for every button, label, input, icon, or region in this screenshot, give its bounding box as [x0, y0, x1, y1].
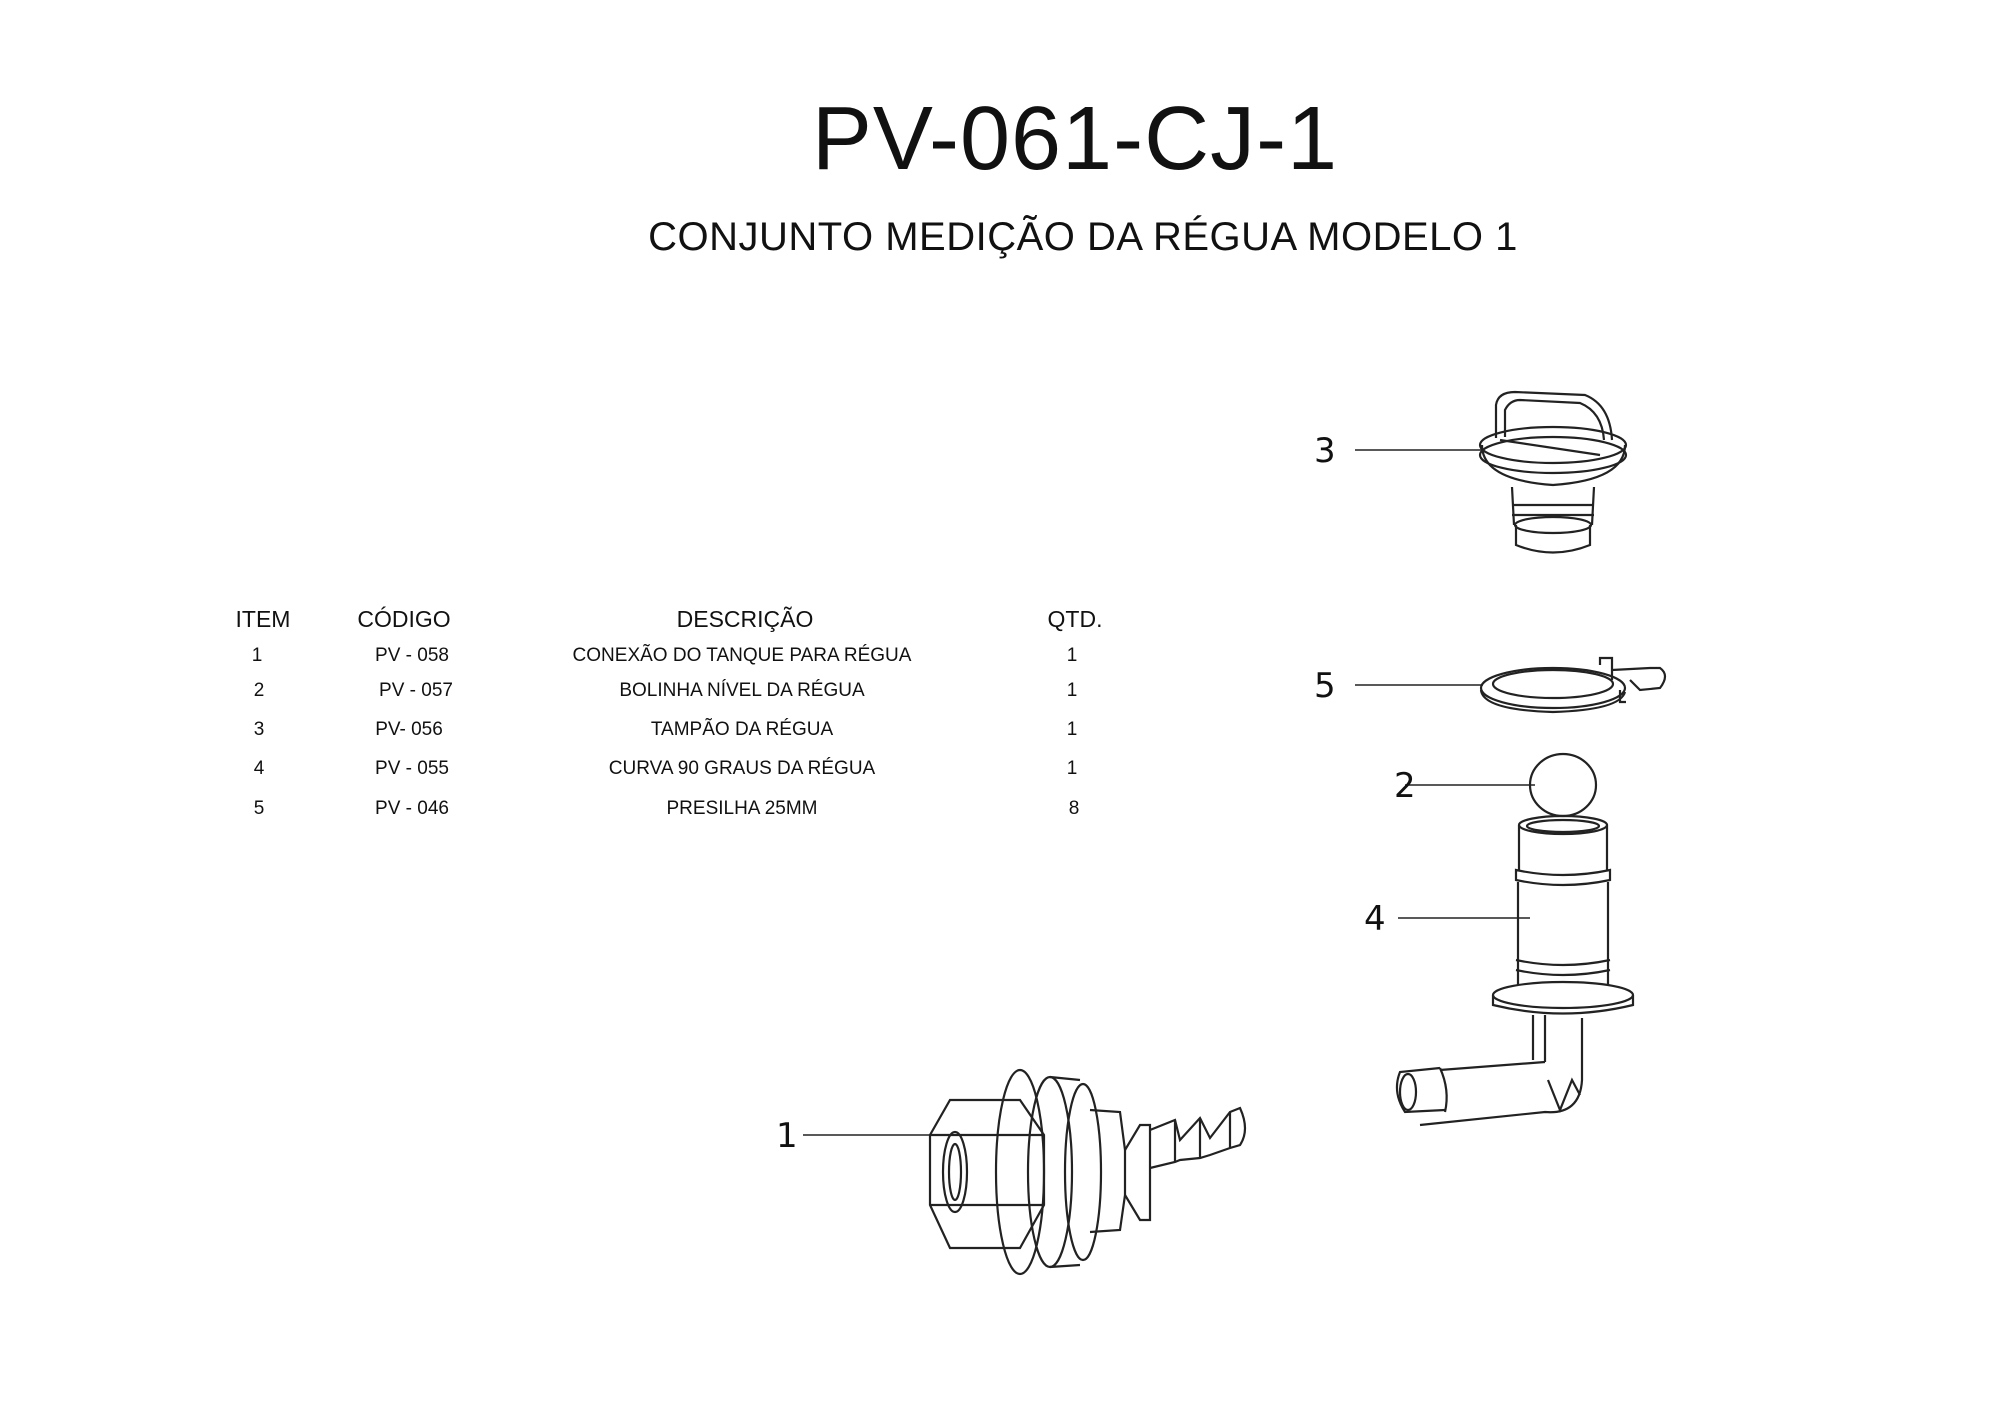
- callout-3: 3: [1314, 431, 1336, 471]
- row-code: PV - 055: [375, 758, 449, 779]
- row-description: CURVA 90 GRAUS DA RÉGUA: [608, 758, 876, 779]
- column-header-qty: QTD.: [1047, 606, 1103, 632]
- row-item: 1: [251, 645, 263, 666]
- row-description: CONEXÃO DO TANQUE PARA RÉGUA: [572, 645, 912, 666]
- row-code: PV - 058: [375, 645, 449, 666]
- column-header-description: DESCRIÇÃO: [676, 606, 814, 632]
- row-qty: 8: [1068, 798, 1080, 819]
- part-2-ball-illustration: [1528, 752, 1598, 818]
- column-header-item: ITEM: [235, 606, 291, 632]
- row-item: 5: [253, 798, 265, 819]
- row-code: PV - 057: [379, 680, 453, 701]
- callout-4: 4: [1364, 899, 1386, 939]
- row-item: 3: [253, 719, 265, 740]
- part-1-tank-connection-illustration: [928, 1068, 1247, 1276]
- column-header-code: CÓDIGO: [357, 606, 451, 632]
- row-code: PV- 056: [375, 719, 443, 740]
- drawing-code-title: PV-061-CJ-1: [811, 89, 1339, 189]
- drawing-description-subtitle: CONJUNTO MEDIÇÃO DA RÉGUA MODELO 1: [648, 215, 1518, 259]
- callout-2: 2: [1394, 766, 1416, 806]
- callout-5: 5: [1314, 666, 1336, 706]
- part-5-clamp-illustration: [1479, 656, 1667, 714]
- row-qty: 1: [1066, 719, 1078, 740]
- part-4-elbow-illustration: [1395, 814, 1635, 1127]
- callout-1: 1: [776, 1116, 798, 1156]
- row-qty: 1: [1066, 680, 1078, 701]
- row-description: PRESILHA 25MM: [666, 798, 818, 819]
- parts-table: ITEM CÓDIGO DESCRIÇÃO QTD. 1 PV - 058 CO…: [0, 0, 1200, 900]
- row-qty: 1: [1066, 645, 1078, 666]
- row-description: TAMPÃO DA RÉGUA: [650, 719, 834, 740]
- row-item: 2: [253, 680, 265, 701]
- row-qty: 1: [1066, 758, 1078, 779]
- row-description: BOLINHA NÍVEL DA RÉGUA: [619, 680, 865, 701]
- row-item: 4: [253, 758, 265, 779]
- row-code: PV - 046: [375, 798, 449, 819]
- part-3-cap-illustration: [1478, 390, 1628, 554]
